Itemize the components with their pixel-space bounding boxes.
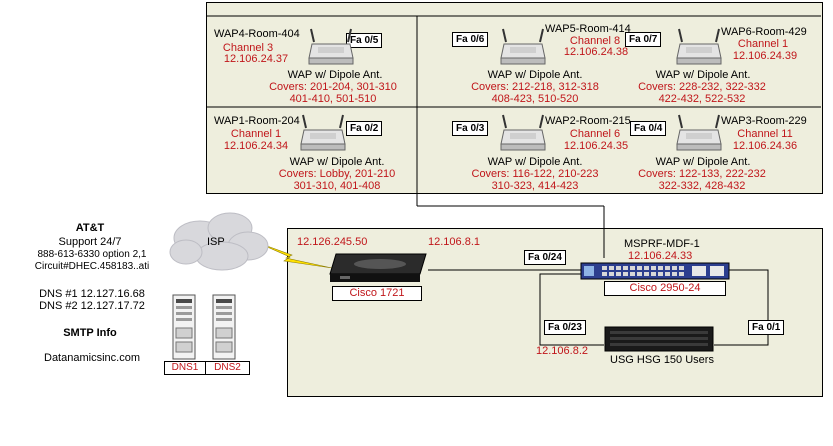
dns1-label: DNS1 [164, 361, 206, 375]
wap6-covers1: Covers: 228-232, 322-332 [638, 81, 766, 93]
wap1-name: WAP1-Room-204 [214, 115, 300, 127]
wap1-device: WAP w/ Dipole Ant. [289, 156, 385, 168]
switch-port-b: Fa 0/1 [748, 320, 785, 335]
wap6-ip: 12.106.24.39 [732, 50, 798, 62]
wap2-ip: 12.106.24.35 [563, 140, 629, 152]
wap4-covers2: 401-410, 501-510 [289, 93, 377, 105]
wap3-device: WAP w/ Dipole Ant. [655, 156, 751, 168]
wap1-covers1: Covers: Lobby, 201-210 [278, 168, 396, 180]
wap2-covers2: 310-323, 414-423 [491, 180, 579, 192]
wap-device-icon [500, 28, 546, 65]
wap1-covers2: 301-310, 401-408 [293, 180, 381, 192]
switch-usg-link-a [539, 273, 604, 346]
wap6-channel: Channel 1 [737, 38, 789, 50]
wap6-name: WAP6-Room-429 [721, 26, 807, 38]
isp-support: Support 24/7 [58, 236, 122, 248]
isp-phone: 888-613-6330 option 2,1 [37, 249, 147, 260]
wap3-channel: Channel 11 [737, 128, 793, 140]
switch-label: Cisco 2950-24 [604, 281, 726, 296]
wap4-channel: Channel 3 [222, 42, 274, 54]
wap4-port: Fa 0/5 [346, 33, 383, 48]
isp-dns1: DNS #1 12.127.16.68 [39, 288, 145, 300]
wap6-covers2: 422-432, 522-532 [658, 93, 746, 105]
wap2-port: Fa 0/3 [452, 121, 489, 136]
wap6-device: WAP w/ Dipole Ant. [655, 69, 751, 81]
wap1-port: Fa 0/2 [346, 121, 383, 136]
wap-device-icon [676, 114, 722, 151]
wap-device-icon [500, 114, 546, 151]
dns2-label: DNS2 [205, 361, 250, 375]
wap6-port: Fa 0/7 [625, 32, 662, 47]
wap2-name: WAP2-Room-215 [545, 115, 631, 127]
isp-cloud-label: ISP [207, 236, 225, 248]
wap5-covers2: 408-423, 510-520 [491, 93, 579, 105]
wap5-channel: Channel 8 [569, 35, 621, 47]
wap5-ip: 12.106.24.38 [563, 46, 629, 58]
wap4-name: WAP4-Room-404 [214, 28, 300, 40]
wap2-covers1: Covers: 116-122, 210-223 [471, 168, 599, 180]
isp-name: AT&T [75, 222, 105, 234]
router-label: Cisco 1721 [332, 286, 422, 301]
wap3-ip: 12.106.24.36 [732, 140, 798, 152]
wap5-port: Fa 0/6 [452, 32, 489, 47]
smtp-host: Datanamicsinc.com [44, 352, 140, 364]
wap5-device: WAP w/ Dipole Ant. [487, 69, 583, 81]
switch-name: MSPRF-MDF-1 [624, 238, 700, 250]
router-wan-ip: 12.126.245.50 [297, 236, 368, 248]
switch-port-a: Fa 0/23 [544, 320, 586, 335]
isp-dns2: DNS #2 12.127.17.72 [39, 300, 145, 312]
wap4-covers1: Covers: 201-204, 301-310 [269, 81, 397, 93]
dns2-server-icon [212, 294, 236, 360]
wap2-device: WAP w/ Dipole Ant. [487, 156, 583, 168]
wap5-covers1: Covers: 212-218, 312-318 [471, 81, 599, 93]
wap1-channel: Channel 1 [230, 128, 282, 140]
switch-uplink-port: Fa 0/24 [524, 250, 566, 265]
wap1-ip: 12.106.24.34 [223, 140, 289, 152]
wap-device-icon [308, 28, 354, 65]
switch-usg-link-b [714, 269, 769, 346]
wap4-ip: 12.106.24.37 [223, 53, 289, 65]
wap4-device: WAP w/ Dipole Ant. [287, 69, 383, 81]
wap5-name: WAP5-Room-414 [545, 23, 631, 35]
dns1-server-icon [172, 294, 196, 360]
isp-cloud [169, 212, 269, 271]
isp-circuit: Circuit#DHEC.458183..ati [34, 261, 150, 272]
wap3-name: WAP3-Room-229 [721, 115, 807, 127]
wap2-channel: Channel 6 [569, 128, 621, 140]
wap-area-box [206, 2, 823, 194]
usg-ip: 12.106.8.2 [536, 345, 588, 357]
wap-device-icon [300, 114, 346, 151]
smtp-title: SMTP Info [63, 327, 117, 339]
router-icon [329, 253, 427, 282]
wap3-port: Fa 0/4 [630, 121, 667, 136]
usg-appliance-icon [604, 326, 714, 352]
wap3-covers2: 322-332, 428-432 [658, 180, 746, 192]
wap3-covers1: Covers: 122-133, 222-232 [638, 168, 766, 180]
wap-device-icon [676, 28, 722, 65]
switch-ip: 12.106.24.33 [628, 250, 693, 262]
usg-label: USG HSG 150 Users [610, 354, 714, 366]
router-lan-ip: 12.106.8.1 [428, 236, 480, 248]
switch-icon [580, 262, 730, 280]
